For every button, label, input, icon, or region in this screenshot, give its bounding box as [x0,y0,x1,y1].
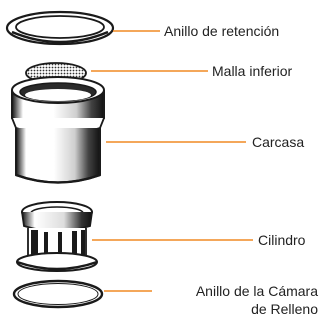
housing-part [11,76,105,184]
label-lower-mesh: Malla inferior [212,63,293,79]
leader-lines [91,30,253,292]
label-retaining-ring: Anillo de retención [164,23,280,39]
label-cylinder: Cilindro [258,232,306,248]
retaining-ring-part [5,10,115,46]
fill-chamber-ring-part [12,279,104,309]
cylinder-part [16,201,98,272]
label-fill-chamber-ring-line2: de Relleno [251,301,318,317]
label-fill-chamber-ring-line1: Anillo de la Cámara [195,283,318,299]
label-housing: Carcasa [252,134,305,150]
